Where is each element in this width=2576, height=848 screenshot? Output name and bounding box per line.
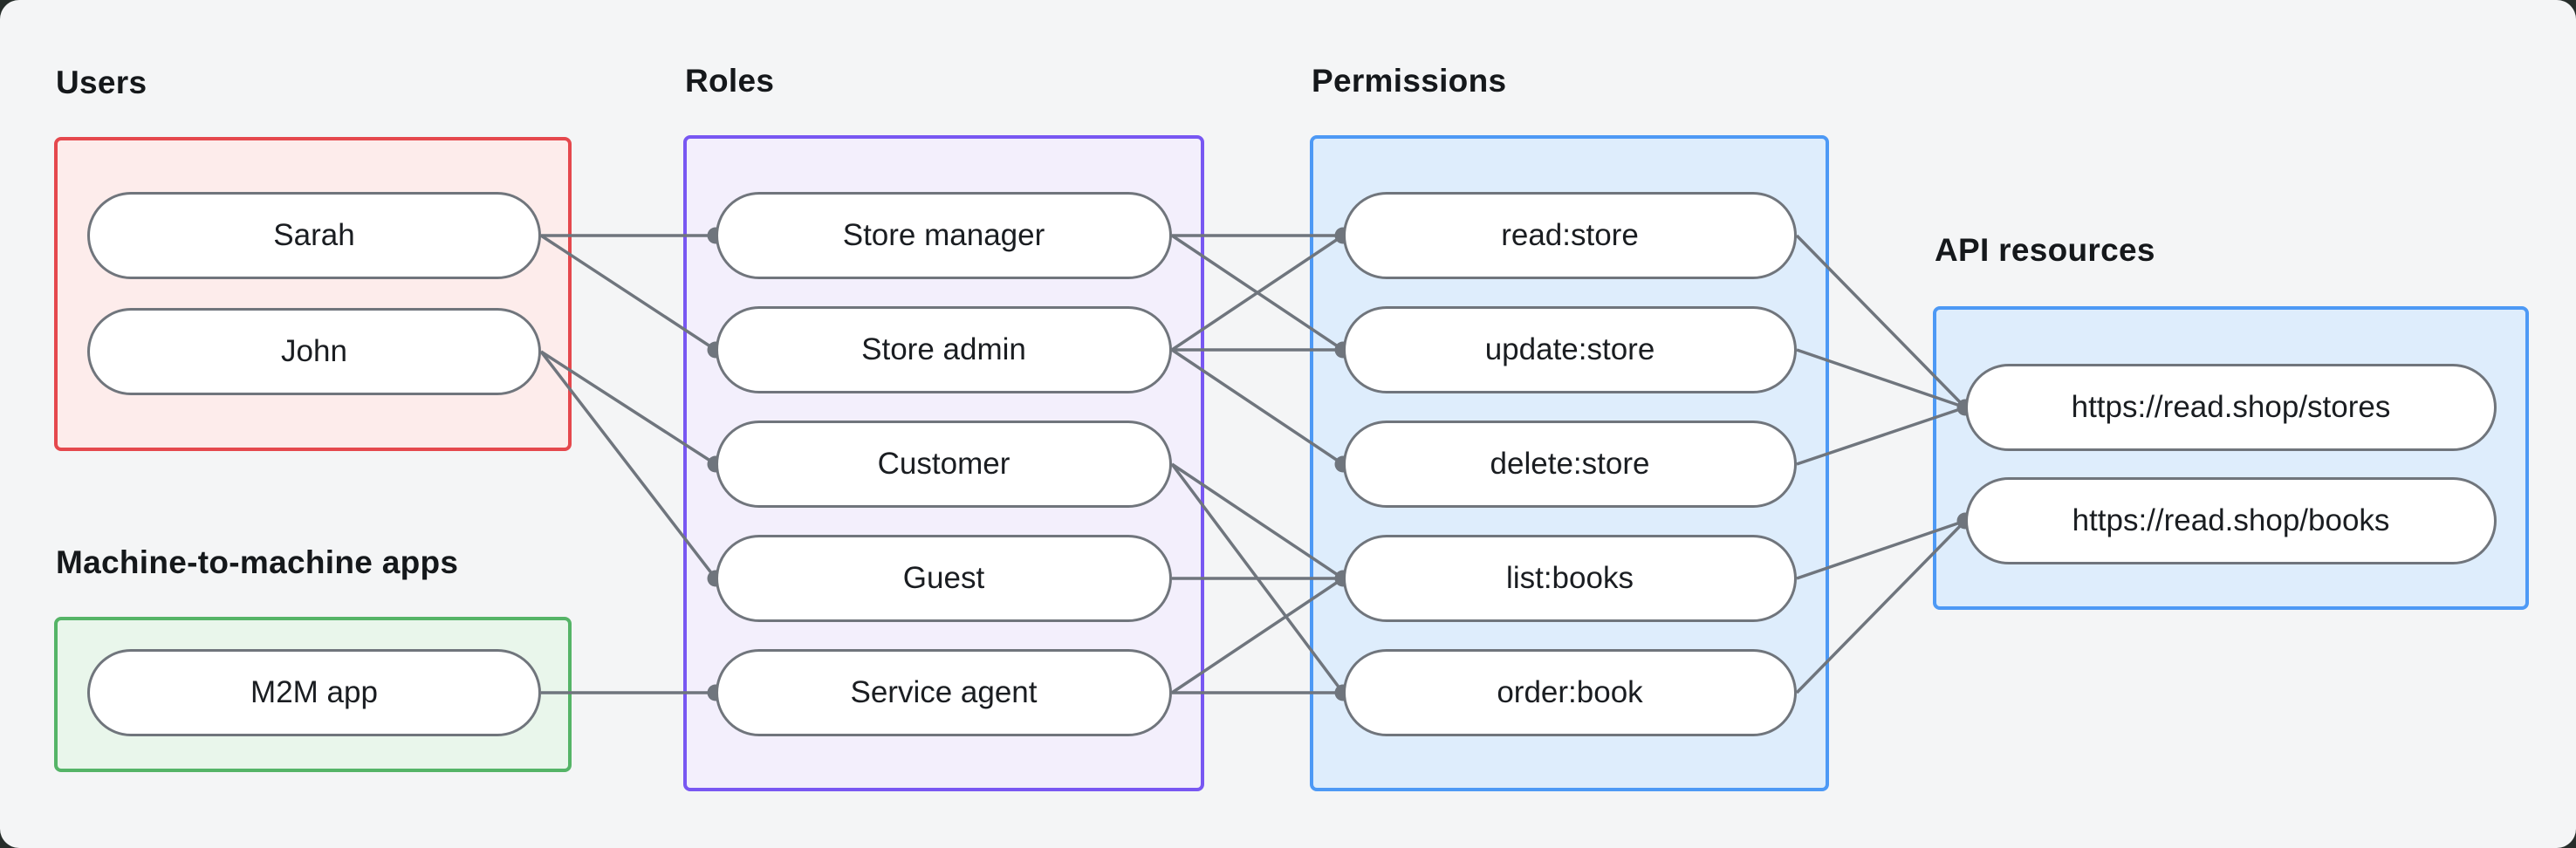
- api-resources-group-label: API resources: [1935, 232, 2155, 268]
- edge-order-book-to-books-api: [1795, 519, 1967, 694]
- node-store-admin: Store admin: [716, 306, 1172, 393]
- node-read-store: read:store: [1343, 192, 1797, 279]
- roles-group-label: Roles: [685, 63, 775, 99]
- node-list-books: list:books: [1343, 535, 1797, 622]
- node-delete-store: delete:store: [1343, 421, 1797, 508]
- edge-service-agent-to-list-books: [1171, 577, 1344, 694]
- node-m2m-app: M2M app: [87, 649, 541, 736]
- node-customer: Customer: [716, 421, 1172, 508]
- users-group-box: [54, 137, 572, 451]
- node-update-store: update:store: [1343, 306, 1797, 393]
- edge-update-store-to-stores-api: [1796, 348, 1966, 409]
- node-guest: Guest: [716, 535, 1172, 622]
- node-john: John: [87, 308, 541, 395]
- node-sarah: Sarah: [87, 192, 541, 279]
- users-group-label: Users: [56, 65, 147, 100]
- edge-john-to-guest: [539, 350, 717, 580]
- node-order-book: order:book: [1343, 649, 1797, 736]
- edge-store-admin-to-delete-store: [1171, 348, 1344, 466]
- edge-list-books-to-books-api: [1796, 519, 1966, 580]
- edge-sarah-to-store-admin: [540, 234, 716, 352]
- edge-john-to-customer: [540, 350, 716, 466]
- edge-delete-store-to-stores-api: [1796, 406, 1966, 466]
- node-service-agent: Service agent: [716, 649, 1172, 736]
- node-books-api: https://read.shop/books: [1965, 477, 2497, 564]
- permissions-group-label: Permissions: [1312, 63, 1507, 99]
- machine-apps-group-label: Machine-to-machine apps: [56, 544, 459, 580]
- edge-read-store-to-stores-api: [1795, 234, 1967, 409]
- node-store-manager: Store manager: [716, 192, 1172, 279]
- edge-store-admin-to-read-store: [1171, 234, 1344, 352]
- node-stores-api: https://read.shop/stores: [1965, 364, 2497, 451]
- edge-customer-to-list-books: [1171, 462, 1344, 580]
